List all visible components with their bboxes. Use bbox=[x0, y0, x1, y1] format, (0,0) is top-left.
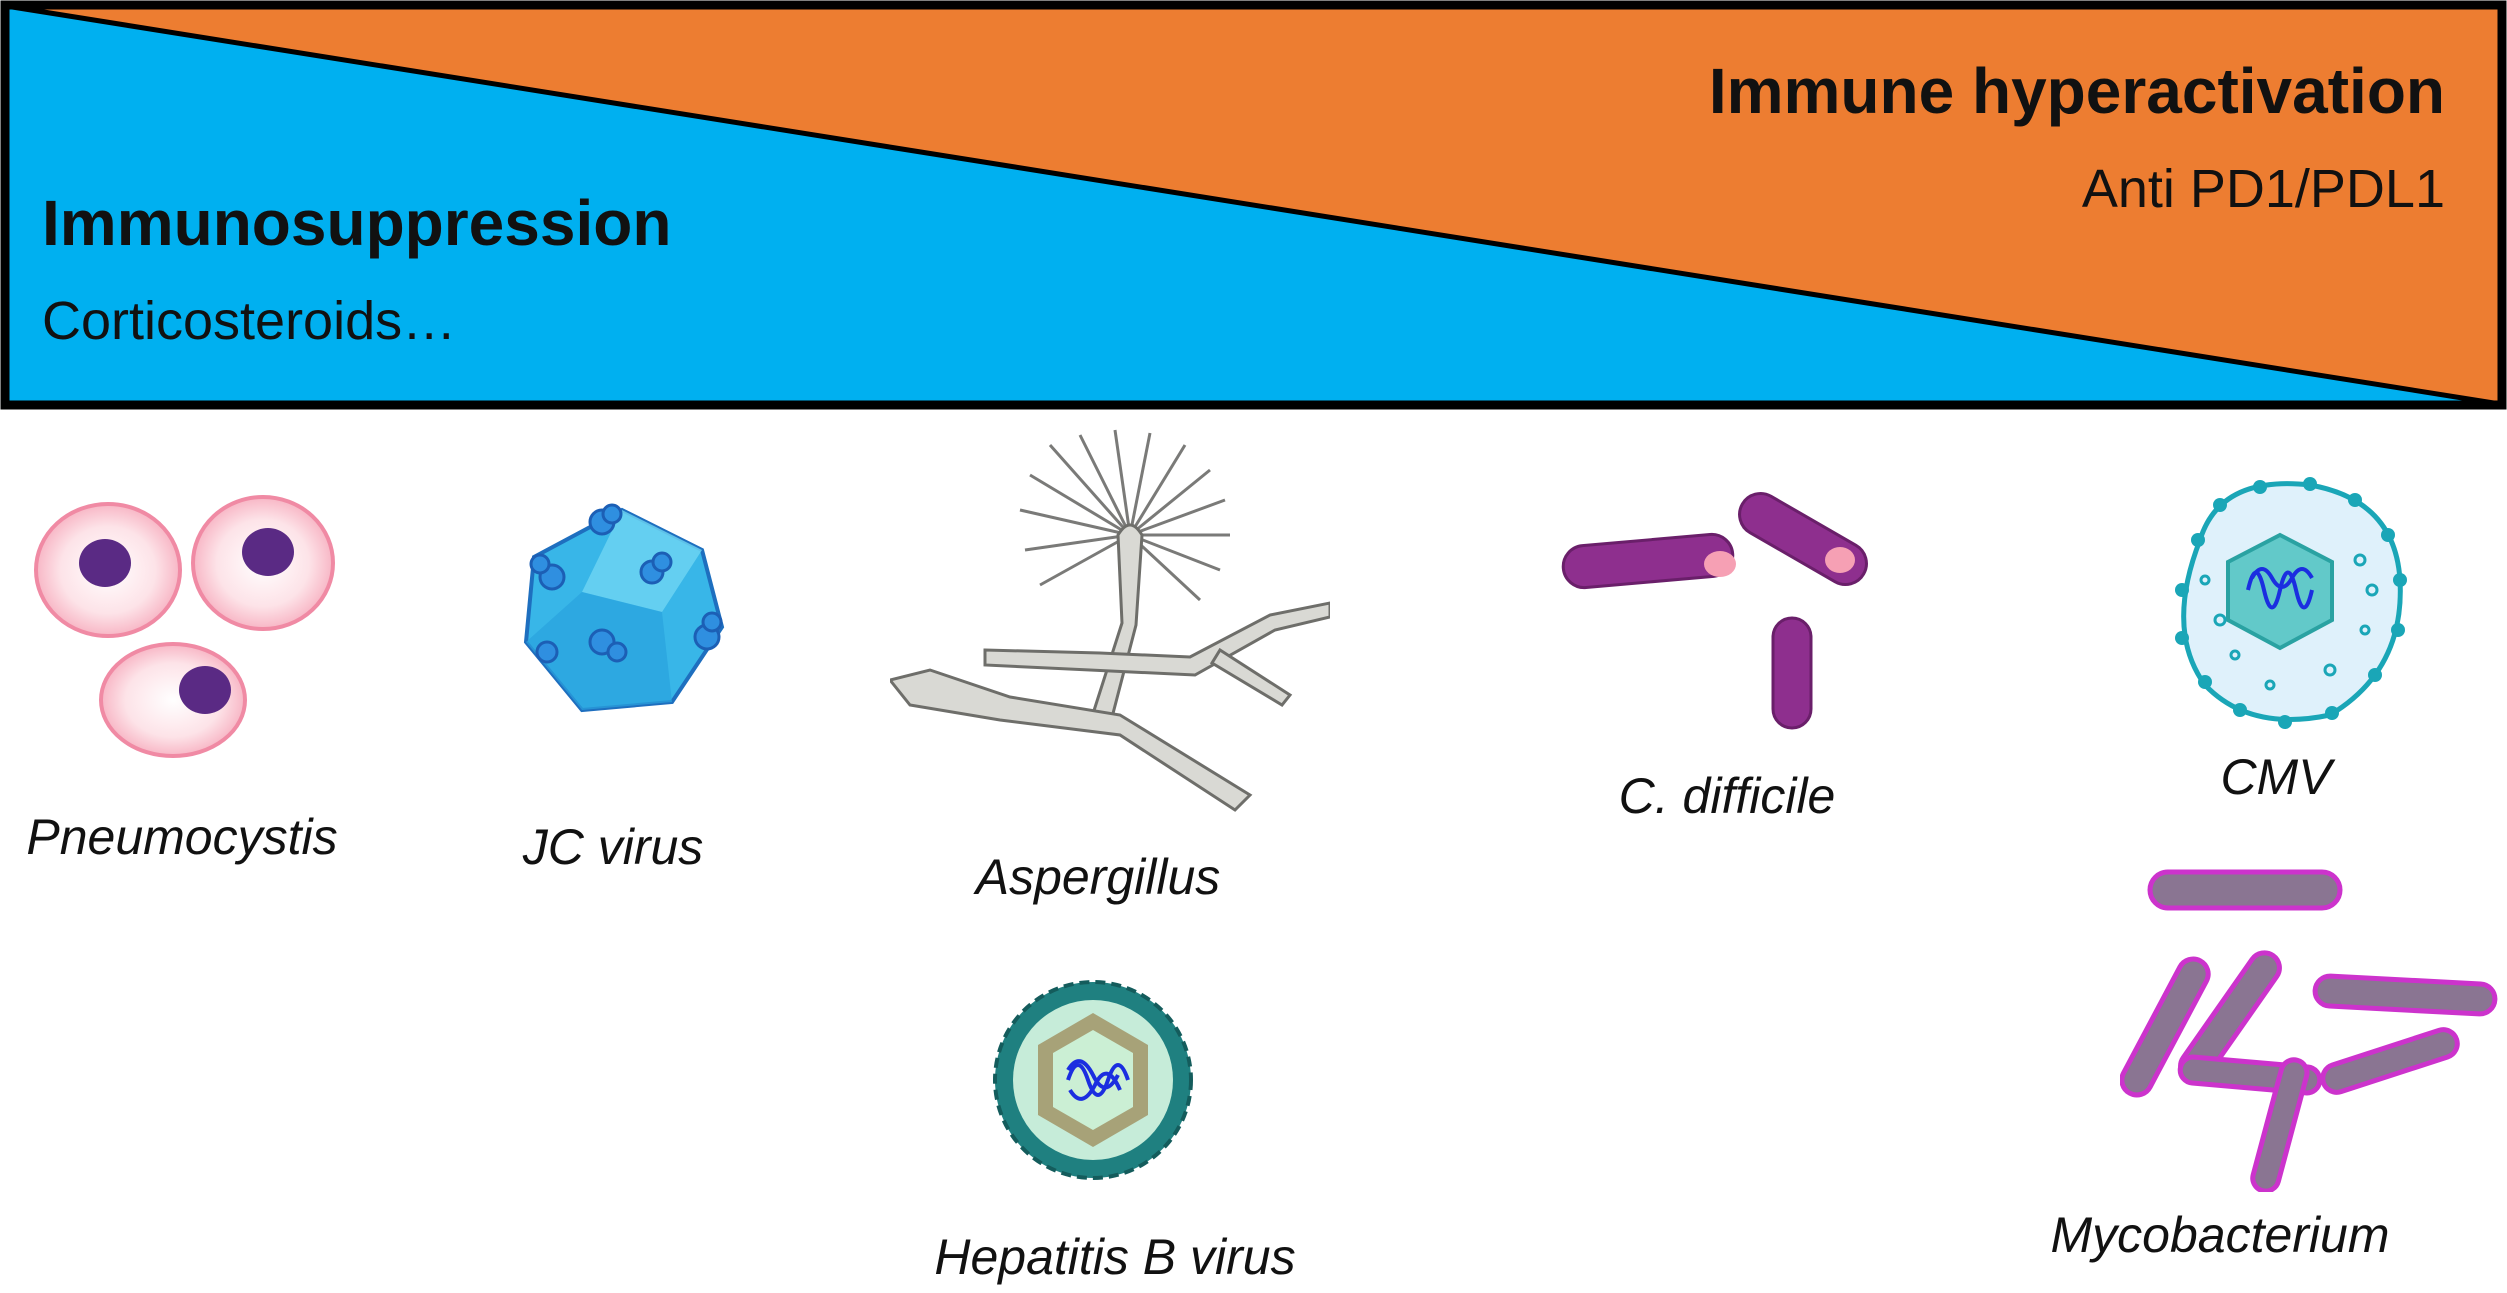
cmv-icon bbox=[2175, 477, 2407, 729]
hepatitis-b-virus-icon bbox=[993, 980, 1193, 1180]
hyperactivation-subtitle: Anti PD1/PDL1 bbox=[2081, 159, 2445, 219]
pathogen-label-pneumocystis: Pneumocystis bbox=[26, 809, 338, 865]
immunosuppression-subtitle: Corticosteroids… bbox=[42, 291, 457, 351]
mycobacterium-icon bbox=[2120, 869, 2498, 1192]
banner-border bbox=[0, 0, 2507, 410]
pneumocystis-cells-icon bbox=[34, 495, 335, 758]
pathogen-label-hepatitis-b-virus: Hepatitis B virus bbox=[934, 1229, 1296, 1285]
pathogen-label-mycobacterium: Mycobacterium bbox=[2050, 1207, 2390, 1263]
banner-diagonal bbox=[5, 3, 2501, 407]
immune-gradient-banner bbox=[0, 0, 2507, 410]
pathogen-label-cmv: CMV bbox=[2220, 749, 2332, 805]
pathogen-label-c-difficile: C. difficile bbox=[1618, 768, 1836, 824]
c-difficile-bacteria-icon bbox=[1561, 492, 1868, 730]
hyperactivation-title: Immune hyperactivation bbox=[1708, 55, 2445, 127]
pathogen-label-aspergillus: Aspergillus bbox=[975, 849, 1221, 905]
jc-virus-icon bbox=[523, 503, 725, 713]
pathogen-label-jc-virus: JC virus bbox=[522, 819, 704, 875]
aspergillus-icon bbox=[890, 429, 1330, 812]
immunosuppression-title: Immunosuppression bbox=[42, 187, 672, 259]
